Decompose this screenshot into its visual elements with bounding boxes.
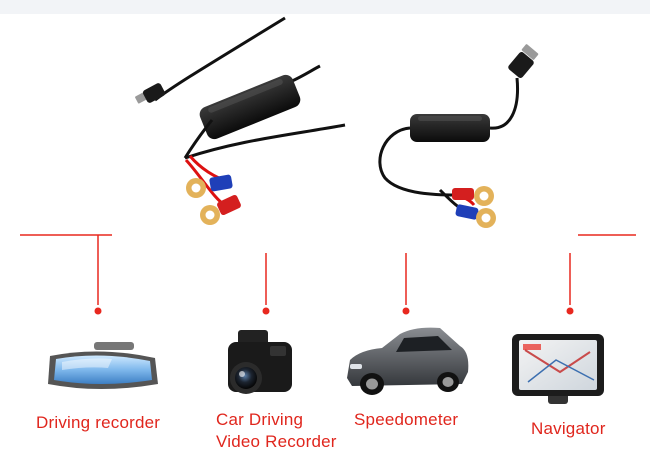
ring-terminal-red-right (452, 186, 494, 206)
hardwire-cable-left (135, 16, 346, 225)
driving-recorder-icon (48, 342, 158, 389)
ring-terminal-blue-right (455, 204, 496, 228)
product-label-speedometer: Speedometer (354, 410, 459, 429)
ring-terminal-red (200, 194, 241, 225)
car-icon (347, 327, 469, 395)
car-camera-icon (228, 330, 292, 394)
ring-terminal-blue (186, 174, 233, 198)
product-label-car-driving-video-recorder: Car Driving Video Recorder (216, 410, 337, 451)
hardwire-cable-right (378, 44, 539, 228)
top-band (0, 0, 650, 14)
angled-usb-plug (508, 44, 539, 78)
fuse-box-right (410, 114, 490, 142)
connector-lines (20, 234, 636, 315)
gps-navigator-icon (512, 334, 604, 404)
product-label-driving-recorder: Driving recorder (36, 413, 161, 432)
product-label-navigator: Navigator (531, 419, 606, 438)
fuse-box-left (199, 74, 301, 140)
mini-usb-plug (135, 83, 166, 104)
